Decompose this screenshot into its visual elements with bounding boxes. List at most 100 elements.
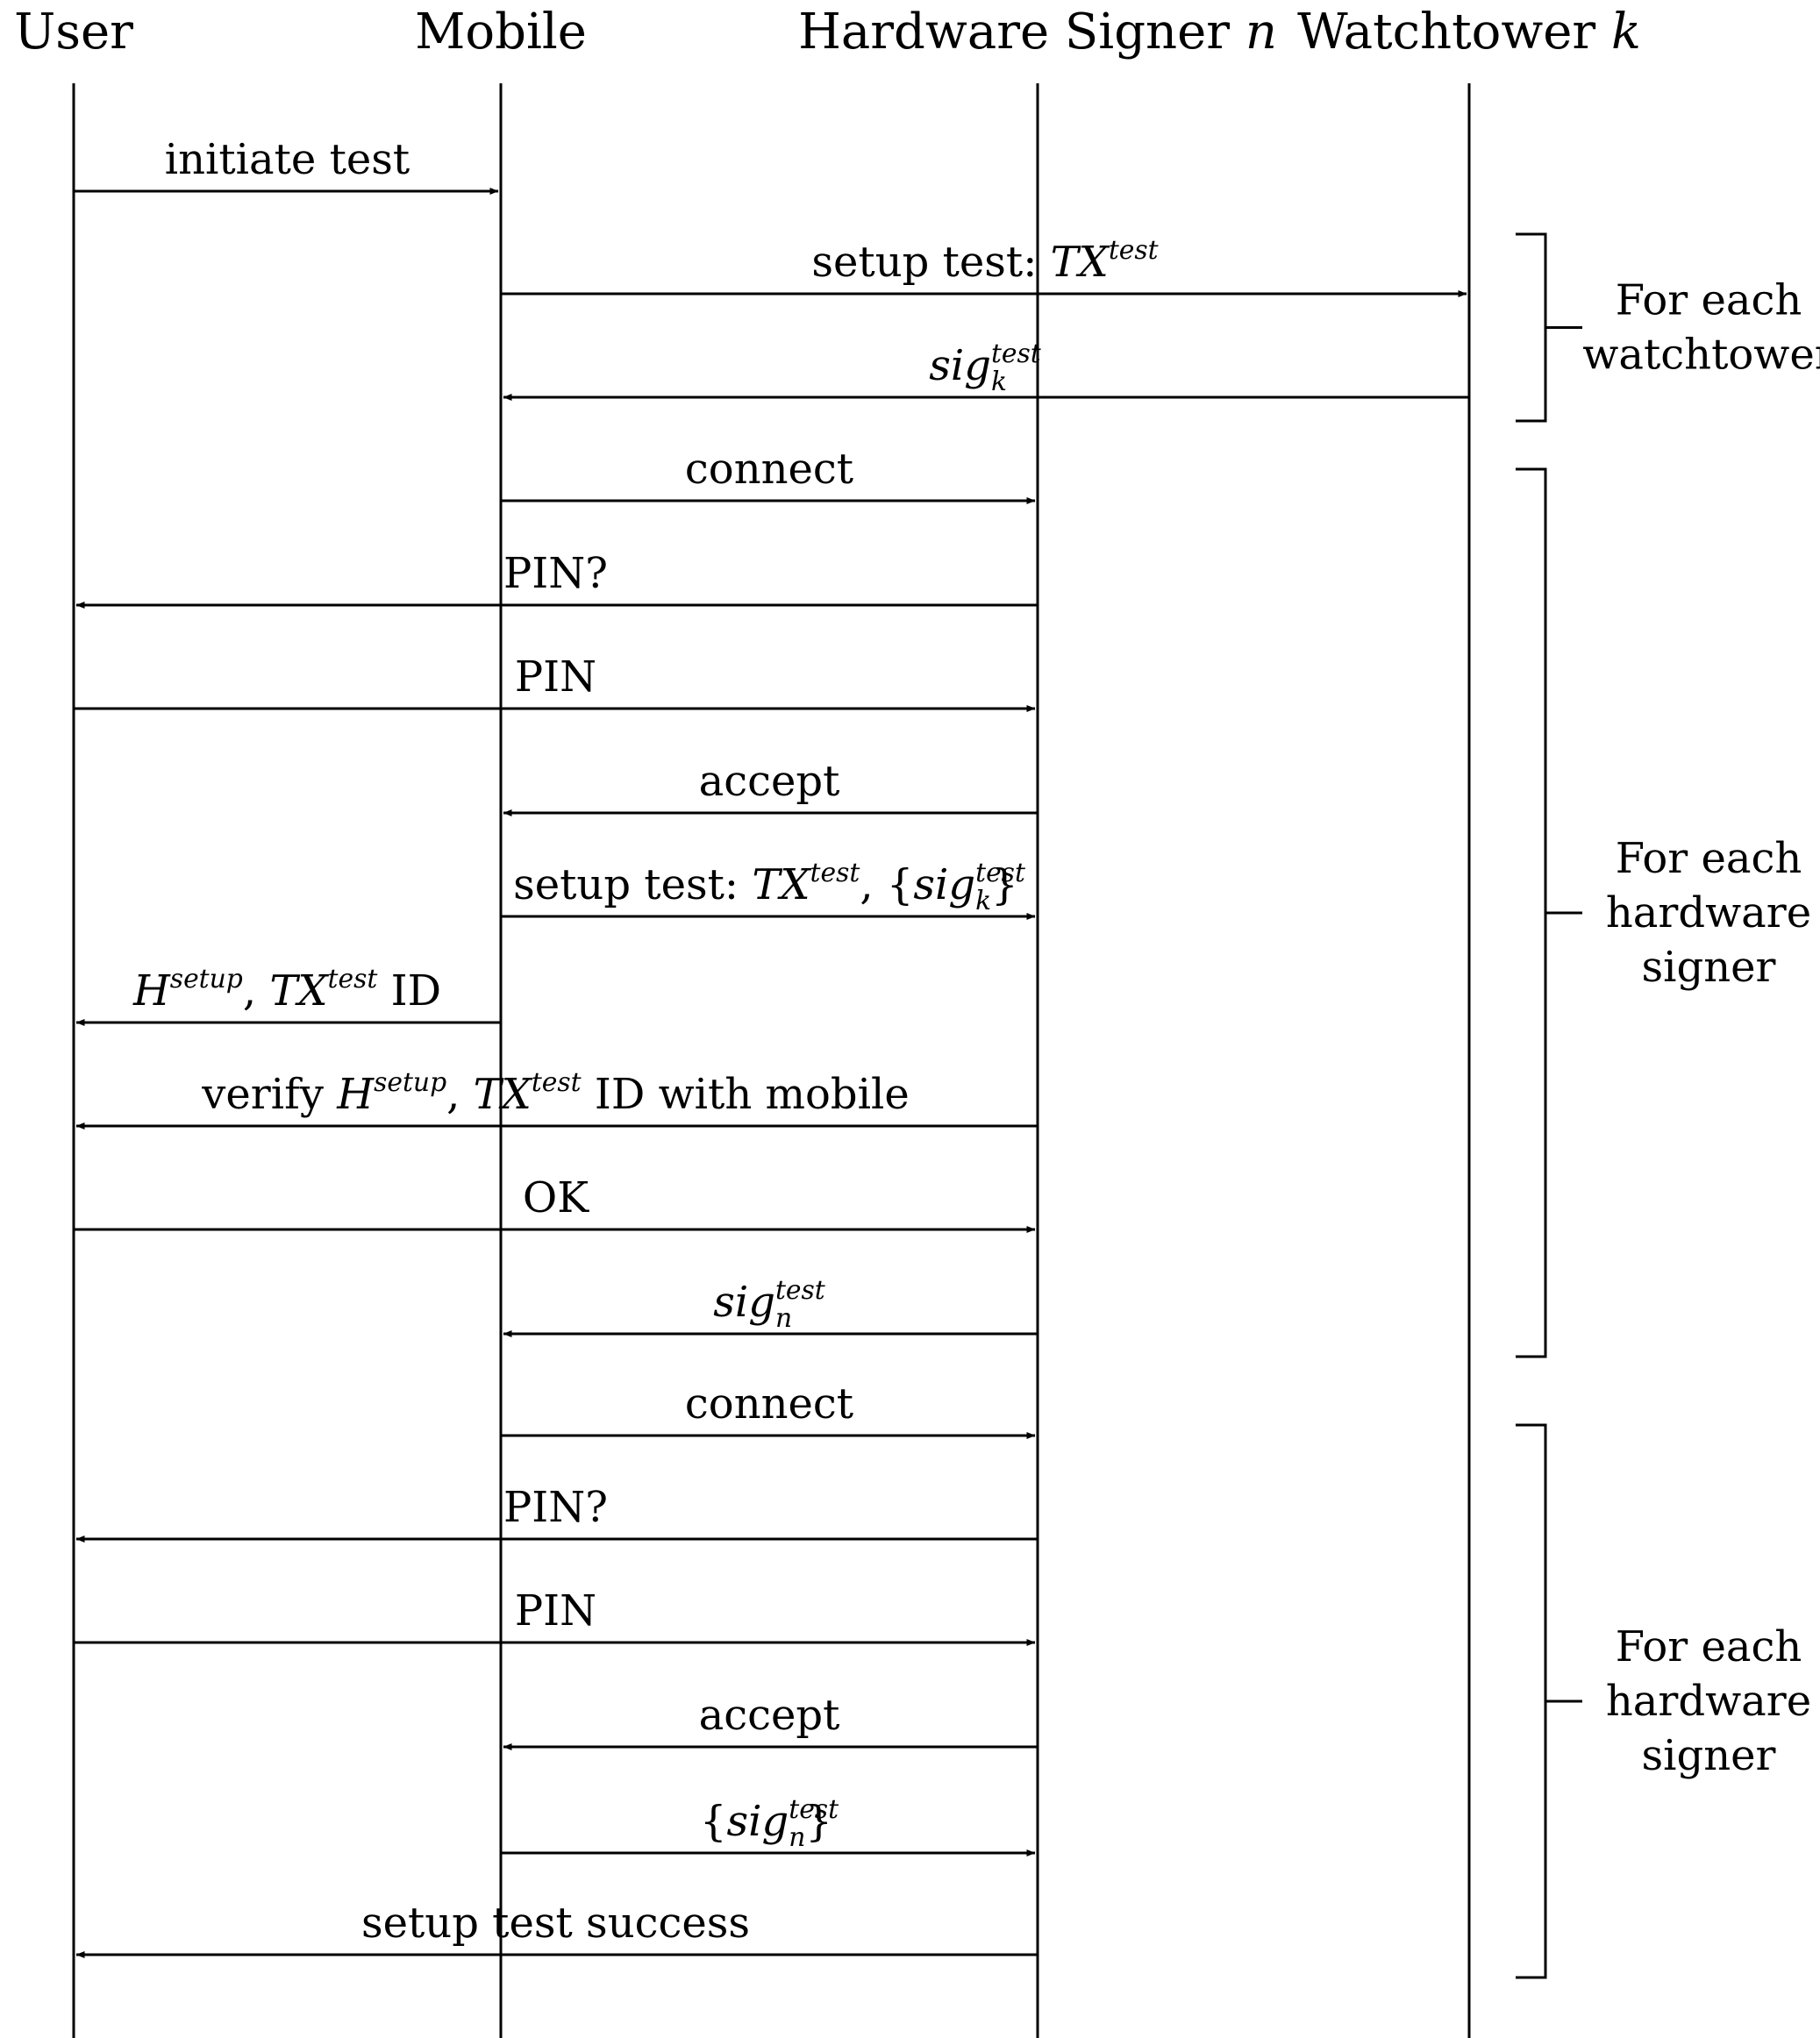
label-part: test xyxy=(328,964,378,994)
message-pin-1: PIN xyxy=(74,652,1036,712)
group-label-line: signer xyxy=(1642,943,1776,992)
group-label-line: For each xyxy=(1616,1622,1802,1671)
group-label-line: watchtower xyxy=(1582,331,1820,380)
label-part: accept xyxy=(699,1691,840,1740)
message-label: accept xyxy=(699,1691,840,1740)
label-part: PIN? xyxy=(503,1483,608,1532)
label-part: TX xyxy=(752,860,811,909)
label-part: verify xyxy=(201,1070,337,1119)
participant-headers: User Mobile Hardware Signer n Watchtower k xyxy=(14,4,1641,61)
participant-mobile: Mobile xyxy=(415,4,587,61)
group-for-each-hardware-signer-2: For each hardware signer xyxy=(1516,1423,1811,1979)
label-part: sig xyxy=(913,860,975,909)
group-for-each-hardware-signer-1: For each hardware signer xyxy=(1516,467,1811,1358)
label-part: connect xyxy=(685,1379,853,1429)
label-part: OK xyxy=(523,1173,589,1222)
label-part: test xyxy=(1109,235,1159,266)
label-part: TX xyxy=(1051,238,1110,287)
message-pin-2: PIN xyxy=(74,1586,1036,1646)
message-label: setup test: TXtest xyxy=(811,235,1158,287)
label-part: TX xyxy=(474,1070,533,1119)
participant-signer: Hardware Signer n xyxy=(798,4,1277,61)
label-part: ID xyxy=(377,966,441,1015)
label-part: sig xyxy=(713,1278,775,1327)
message-accept-2: accept xyxy=(503,1691,1038,1750)
message-label: OK xyxy=(523,1173,589,1222)
group-label-line: hardware xyxy=(1606,888,1811,937)
label-part: k xyxy=(975,886,991,916)
message-ok: OK xyxy=(74,1173,1036,1233)
message-verify-hsetup: verify Hsetup, TXtest ID with mobile xyxy=(75,1067,1038,1129)
message-label: PIN xyxy=(515,1586,596,1635)
message-label: PIN? xyxy=(503,1483,608,1532)
group-bracket xyxy=(1516,467,1582,1358)
message-label: PIN? xyxy=(503,549,608,598)
lifelines xyxy=(72,83,1471,2038)
label-part: H xyxy=(336,1070,375,1119)
group-for-each-watchtower: For each watchtower xyxy=(1516,232,1820,423)
message-accept-1: accept xyxy=(503,757,1038,816)
message-connect-2: connect xyxy=(501,1379,1036,1439)
message-label: PIN xyxy=(515,652,596,702)
message-setup-test-success: setup test success xyxy=(75,1899,1038,1958)
participant-watchtower: Watchtower k xyxy=(1297,4,1641,61)
label-part: PIN? xyxy=(503,549,608,598)
message-label: accept xyxy=(699,757,840,806)
participant-user: User xyxy=(14,4,133,61)
label-part: Mobile xyxy=(415,4,587,61)
label-part: , xyxy=(243,966,270,1015)
label-part: test xyxy=(991,338,1041,369)
label-part: PIN xyxy=(515,652,596,702)
label-part: sig xyxy=(929,341,991,390)
message-label: connect xyxy=(685,1379,853,1429)
message-initiate-test: initiate test xyxy=(74,135,499,195)
label-part: connect xyxy=(685,445,853,494)
group-bracket xyxy=(1516,232,1582,423)
label-part: } xyxy=(805,1797,832,1846)
message-label: Hsetup, TXtest ID xyxy=(132,964,441,1015)
message-pin-request-1: PIN? xyxy=(75,549,1038,609)
label-part: setup xyxy=(374,1067,446,1098)
group-label-line: For each xyxy=(1616,834,1802,883)
message-hsetup-mobile: Hsetup, TXtest ID xyxy=(75,964,501,1026)
label-part: test xyxy=(810,858,860,888)
label-part: k xyxy=(1611,4,1641,61)
message-setup-test-watchtower: setup test: TXtest xyxy=(501,235,1467,297)
group-label-line: signer xyxy=(1642,1731,1776,1780)
label-part: setup xyxy=(170,964,243,994)
message-connect-1: connect xyxy=(501,445,1036,504)
group-label-line: For each xyxy=(1616,276,1802,325)
label-part: test xyxy=(975,858,1025,888)
label-part: test xyxy=(789,1794,839,1825)
label-part: setup test success xyxy=(361,1899,750,1948)
label-part: User xyxy=(14,4,133,61)
label-part: test xyxy=(775,1275,825,1306)
label-part: Hardware Signer xyxy=(798,4,1245,61)
message-label: connect xyxy=(685,445,853,494)
message-label: verify Hsetup, TXtest ID with mobile xyxy=(201,1067,909,1119)
message-label: setup test success xyxy=(361,1899,750,1948)
label-part: accept xyxy=(699,757,840,806)
label-part: } xyxy=(991,860,1018,909)
label-part: ID with mobile xyxy=(582,1070,910,1119)
message-pin-request-2: PIN? xyxy=(75,1483,1038,1543)
group-bracket xyxy=(1516,1423,1582,1979)
label-part: setup test: xyxy=(811,238,1050,287)
label-part: , { xyxy=(860,860,913,909)
label-part: , xyxy=(446,1070,474,1119)
label-part: TX xyxy=(269,966,329,1015)
label-part: sig xyxy=(727,1797,789,1846)
label-part: { xyxy=(700,1797,727,1846)
label-part: n xyxy=(789,1822,805,1853)
label-part: H xyxy=(132,966,171,1015)
group-label-line: hardware xyxy=(1606,1677,1811,1726)
